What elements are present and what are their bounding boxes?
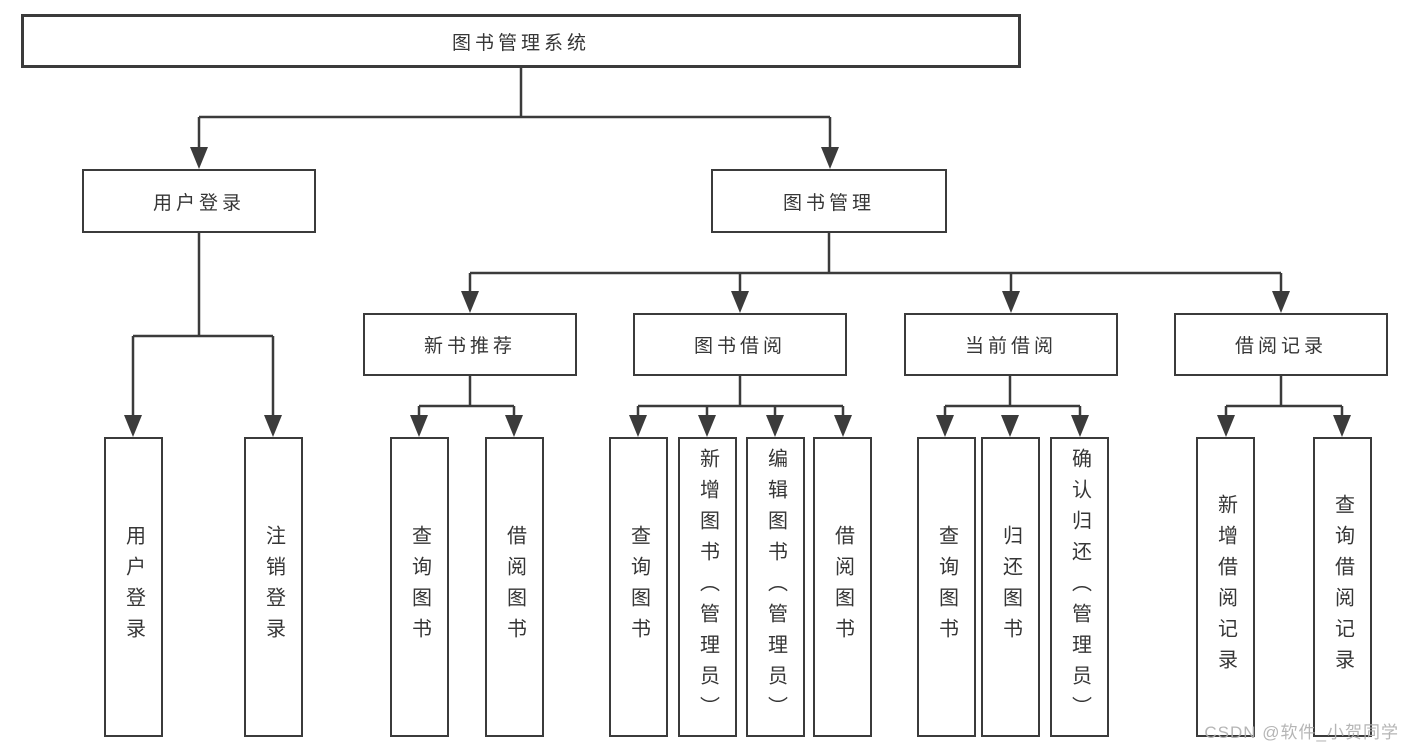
leaf-borrow-books-recommend-label: 借阅图书 xyxy=(503,525,526,649)
leaf-edit-book-admin-label: 编辑图书（管理员） xyxy=(764,447,787,727)
leaf-borrow-books-recommend: 借阅图书 xyxy=(485,437,544,737)
leaf-query-books-recommend-label: 查询图书 xyxy=(408,525,431,649)
leaf-query-books-current: 查询图书 xyxy=(917,437,976,737)
leaf-return-book: 归还图书 xyxy=(981,437,1040,737)
leaf-borrow-books: 借阅图书 xyxy=(813,437,872,737)
leaf-logout: 注销登录 xyxy=(244,437,303,737)
leaf-query-books-borrowing: 查询图书 xyxy=(609,437,668,737)
node-book-borrowing: 图书借阅 xyxy=(633,313,847,376)
node-current-borrowing: 当前借阅 xyxy=(904,313,1118,376)
leaf-query-books-borrowing-label: 查询图书 xyxy=(627,525,650,649)
leaf-borrow-books-label: 借阅图书 xyxy=(831,525,854,649)
csdn-watermark: CSDN @软件_小贺同学 xyxy=(1204,723,1399,742)
leaf-user-login: 用户登录 xyxy=(104,437,163,737)
leaf-user-login-label: 用户登录 xyxy=(122,525,145,649)
leaf-query-borrow-record-label: 查询借阅记录 xyxy=(1331,494,1354,680)
leaf-logout-label: 注销登录 xyxy=(262,525,285,649)
leaf-add-borrow-record: 新增借阅记录 xyxy=(1196,437,1255,737)
node-library-management-system: 图书管理系统 xyxy=(21,14,1021,68)
leaf-confirm-return-admin: 确认归还（管理员） xyxy=(1050,437,1109,737)
leaf-return-book-label: 归还图书 xyxy=(999,525,1022,649)
leaf-add-borrow-record-label: 新增借阅记录 xyxy=(1214,494,1237,680)
node-book-management: 图书管理 xyxy=(711,169,947,233)
leaf-query-borrow-record: 查询借阅记录 xyxy=(1313,437,1372,737)
node-borrowing-records: 借阅记录 xyxy=(1174,313,1388,376)
leaf-edit-book-admin: 编辑图书（管理员） xyxy=(746,437,805,737)
leaf-add-book-admin-label: 新增图书（管理员） xyxy=(696,447,719,727)
node-new-book-recommendation: 新书推荐 xyxy=(363,313,577,376)
leaf-query-books-current-label: 查询图书 xyxy=(935,525,958,649)
leaf-confirm-return-admin-label: 确认归还（管理员） xyxy=(1068,447,1091,727)
node-user-login: 用户登录 xyxy=(82,169,316,233)
leaf-query-books-recommend: 查询图书 xyxy=(390,437,449,737)
leaf-add-book-admin: 新增图书（管理员） xyxy=(678,437,737,737)
arrowheads xyxy=(124,147,1351,437)
